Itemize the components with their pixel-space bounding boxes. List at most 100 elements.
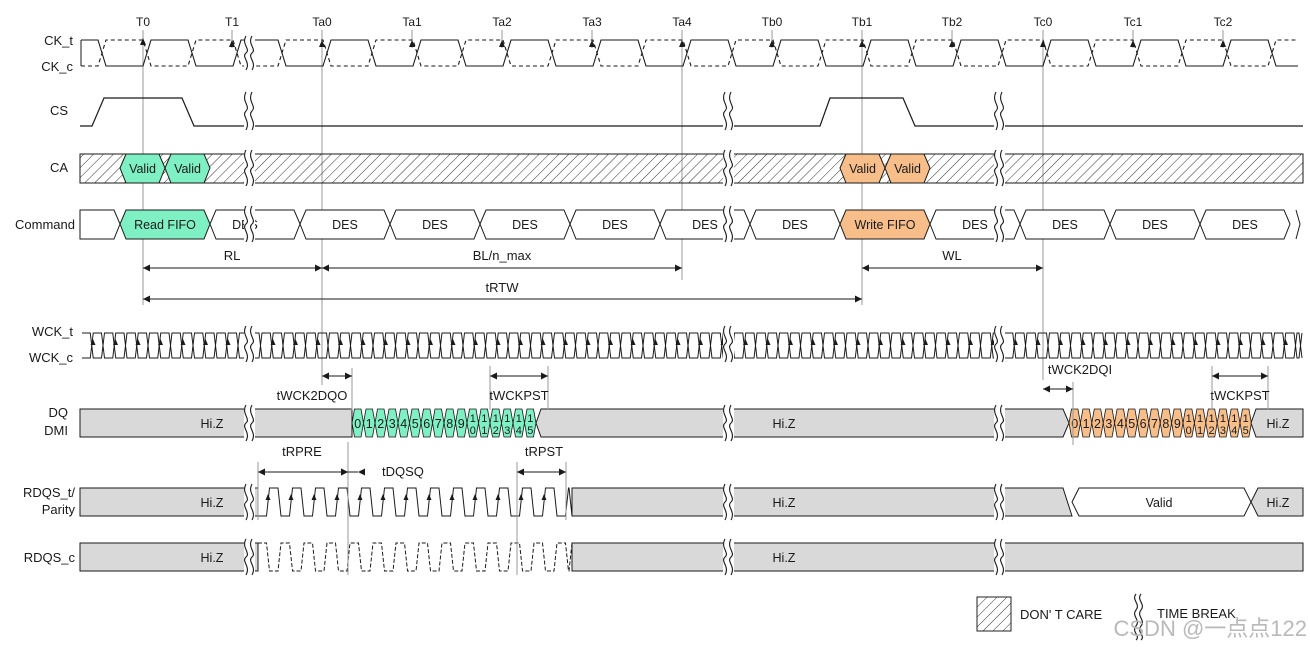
legend: DON' T CARE TIME BREAK — [976, 593, 1236, 641]
wck-edge-marker — [1035, 339, 1041, 345]
time-break-mark — [723, 205, 727, 243]
dq-write-burst-label: 3 — [1105, 417, 1112, 431]
tick-label-Ta1: Ta1 — [402, 15, 422, 29]
rdqs-t-edge-marker — [449, 494, 455, 500]
ca-valid-cell — [884, 153, 931, 184]
twck2dqo-label: tWCK2DQO — [277, 388, 348, 403]
tick-label-Tc2: Tc2 — [1214, 15, 1233, 29]
tick-label-Ta2: Ta2 — [492, 15, 512, 29]
rdqs-t-valid-label: Valid — [1146, 496, 1173, 510]
time-break-gap — [994, 403, 1005, 443]
tick-label-Ta3: Ta3 — [582, 15, 602, 29]
wck-edge-marker — [608, 339, 613, 345]
wck-edge-marker — [135, 339, 141, 345]
time-break-mark — [729, 205, 733, 243]
wck-edge-marker — [1170, 339, 1176, 345]
twckpst-write-arrow-head-left — [1212, 372, 1219, 380]
time-break-gap — [244, 90, 255, 132]
time-break-mark — [729, 538, 733, 576]
command-label: Write FIFO — [855, 218, 916, 232]
rdqs-t-edge-marker — [472, 494, 478, 500]
time-break-gap — [723, 148, 734, 188]
rdqs-t-toggle — [258, 487, 573, 517]
wck-edge-marker — [1080, 339, 1086, 345]
rdqs-t-hiz-label-1: Hi.Z — [201, 496, 224, 510]
wck-edge-marker — [225, 339, 231, 345]
tick-label-Tb1: Tb1 — [852, 15, 873, 29]
dq-read-burst-label: 8 — [446, 417, 453, 431]
time-break-mark — [250, 404, 254, 442]
time-break-icon — [1133, 593, 1144, 641]
label-dmi: DMI — [44, 423, 68, 438]
time-break-gap — [244, 324, 255, 364]
time-break-mark — [244, 91, 248, 131]
trpst-label: tRPST — [525, 444, 563, 459]
trtw-arrow-head-left — [143, 295, 150, 303]
time-break-gap — [994, 324, 1005, 364]
time-break-gap — [244, 148, 255, 188]
wck-edge-marker — [743, 339, 748, 345]
time-break-mark — [1000, 325, 1004, 363]
tick-arrow-Ta3 — [589, 40, 595, 47]
tick-label-Tc1: Tc1 — [1124, 15, 1143, 29]
cs-line — [80, 97, 1303, 127]
rdqs-c-hiz-2 — [571, 542, 1304, 572]
twck2dqo-arrow-head-right — [345, 372, 352, 380]
dq-write-burst-label: 1 — [1197, 413, 1203, 425]
tick-arrow-T1 — [229, 40, 235, 47]
dq-write-burst-label: 5 — [1128, 417, 1135, 431]
tick-guide-lines — [142, 30, 1224, 385]
dq-read-burst-label: 3 — [504, 425, 510, 437]
dq-read-burst-label: 4 — [516, 425, 522, 437]
twckpst-write-arrow-head-right — [1261, 372, 1268, 380]
wck-edge-marker — [945, 339, 951, 345]
time-breaks — [244, 34, 1005, 577]
ck-t-line — [81, 39, 1298, 67]
time-break-mark — [729, 404, 733, 442]
wck-edge-marker — [180, 339, 186, 345]
wck-edge-marker — [1215, 339, 1221, 345]
time-break-mark — [729, 149, 733, 187]
wck-edge-marker — [563, 339, 568, 345]
time-break-mark — [1000, 483, 1004, 521]
tick-arrow-Tc0 — [1040, 40, 1046, 47]
command-bus: Read FIFODESDESDESDESDESDESDESWrite FIFO… — [79, 209, 1301, 240]
cs-waveform — [80, 97, 1303, 127]
wck-edge-marker — [1058, 339, 1063, 345]
dq-read-burst-label: 2 — [377, 417, 384, 431]
wck-edge-marker — [405, 339, 411, 345]
wl-arrow-head-right — [1036, 264, 1043, 272]
time-break-mark — [250, 205, 254, 243]
time-break-mark — [250, 91, 254, 131]
time-break-gap — [244, 482, 255, 522]
dq-write-burst-label: 7 — [1151, 417, 1158, 431]
wck-edge-marker — [315, 339, 321, 345]
dq-hiz-label-2: Hi.Z — [773, 417, 796, 431]
rdqs-t-edge-marker — [403, 494, 409, 500]
ca-valid-label: Valid — [849, 162, 876, 176]
wck-edge-marker — [1103, 339, 1108, 345]
rdqs-c-hiz-label-2: Hi.Z — [773, 551, 796, 565]
dq-write-burst-label: 1 — [1186, 413, 1192, 425]
ck-waveform — [80, 39, 1298, 67]
watermark: CSDN @一点点122 — [1114, 616, 1308, 641]
dq-write-burst-label: 1 — [1208, 413, 1214, 425]
wck-edge-marker — [518, 339, 523, 345]
wck-edge-marker — [1013, 339, 1018, 345]
dq-read-burst-label: 1 — [470, 413, 476, 425]
tick-label-Ta0: Ta0 — [312, 15, 332, 29]
dq-write-burst-label: 0 — [1071, 417, 1078, 431]
time-break-mark — [729, 325, 733, 363]
wck-edge-marker — [1193, 339, 1198, 345]
command-label: DES — [782, 218, 808, 232]
wck-edge-marker — [203, 339, 208, 345]
rdqs-t-edge-marker — [288, 494, 294, 500]
label-cs: CS — [50, 103, 68, 118]
time-break-gap — [723, 403, 734, 443]
dq-read-burst-label: 4 — [400, 417, 407, 431]
wck-edge-marker — [113, 339, 118, 345]
twck2dqi-arrow-head-right — [1066, 385, 1073, 393]
label-parity: Parity — [42, 502, 76, 517]
